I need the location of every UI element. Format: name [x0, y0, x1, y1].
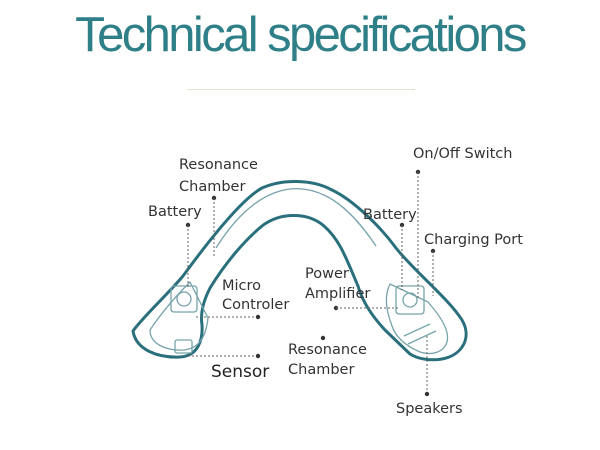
label-speakers: Speakers: [396, 401, 463, 417]
labels: Resonance Chamber Battery Micro Controle…: [148, 146, 523, 417]
label-charging-port: Charging Port: [424, 232, 523, 248]
label-power-amplifier-line2: Amplifier: [305, 286, 370, 302]
band-inner-curve: [215, 188, 377, 249]
label-resonance-chamber-left-line2: Chamber: [179, 179, 245, 195]
label-resonance-chamber-left-line1: Resonance: [179, 157, 258, 173]
left-sensor-window: [174, 339, 193, 354]
label-micro-controller-line2: Controler: [222, 297, 289, 313]
label-power-amplifier-line1: Power: [305, 266, 349, 282]
right-speaker-grill: [403, 323, 437, 345]
sensor-dot: [255, 353, 261, 359]
leader-lines: [185, 169, 436, 397]
left-battery-compartment: [170, 285, 198, 313]
neckband-device: [131, 180, 468, 362]
label-battery-right: Battery: [363, 207, 417, 223]
right-module-panel: [385, 283, 449, 355]
label-sensor: Sensor: [211, 362, 269, 382]
label-resonance-chamber-bottom-line1: Resonance: [288, 342, 367, 358]
right-battery-compartment: [395, 285, 425, 315]
page-title: Technical specifications: [75, 8, 527, 62]
resonance-chamber-bottom-dot: [320, 335, 326, 341]
label-on-off-switch: On/Off Switch: [413, 146, 512, 162]
label-battery-left: Battery: [148, 204, 202, 220]
left-button-icon: [176, 291, 192, 307]
left-module-panel: [149, 281, 209, 351]
label-resonance-chamber-bottom-line2: Chamber: [288, 362, 354, 378]
speakers-dot: [424, 391, 430, 397]
micro-controller-dot: [255, 314, 261, 320]
right-button-icon: [402, 292, 418, 308]
label-micro-controller-line1: Micro: [222, 278, 261, 294]
title-divider: [187, 89, 415, 90]
